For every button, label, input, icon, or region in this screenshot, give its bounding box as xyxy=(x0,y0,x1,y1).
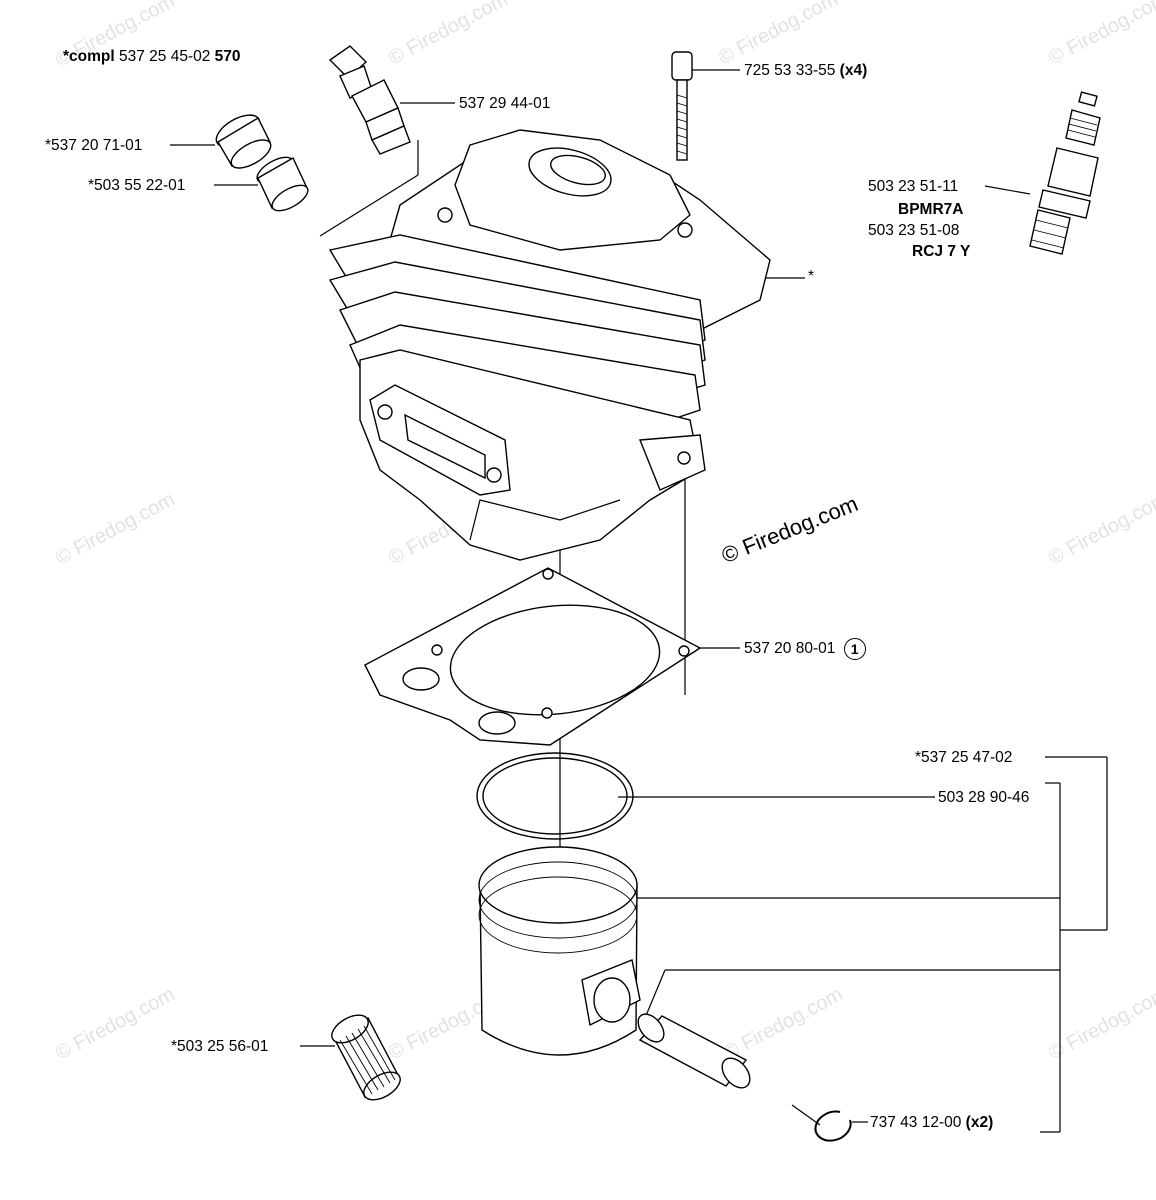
compl-number: 537 25 45-02 xyxy=(119,48,211,65)
circlip-label: 737 43 12-00 (x2) xyxy=(870,1114,993,1131)
spark-plug-label-4: RCJ 7 Y xyxy=(912,243,971,260)
bolt-label: 725 53 33-55 (x4) xyxy=(744,62,867,79)
cylinder-drawing xyxy=(328,129,771,561)
compl-label: *compl 537 25 45-02 570 xyxy=(63,48,241,65)
bolt-drawing xyxy=(671,51,693,161)
wrist-pin-drawing xyxy=(637,1013,751,1089)
piston-ring-label: 503 28 90-46 xyxy=(938,789,1030,806)
decomp-valve-drawing xyxy=(328,45,411,155)
base-gasket-number: 537 20 80-01 xyxy=(744,640,836,658)
intake-valve-label: 537 29 44-01 xyxy=(459,95,551,112)
spark-plug-label-2: BPMR7A xyxy=(898,201,964,218)
base-gasket-drawing xyxy=(364,567,702,746)
plug-cover-drawing xyxy=(215,114,272,169)
piston-kit-label: *537 25 47-02 xyxy=(915,749,1013,766)
needle-bearing-label: *503 25 56-01 xyxy=(171,1038,269,1055)
compl-suffix: 570 xyxy=(214,48,241,65)
bolt-qty: (x4) xyxy=(839,62,868,79)
callout-circle: 1 xyxy=(843,638,866,660)
base-gasket-label: 537 20 80-01 1 xyxy=(744,638,866,660)
piston-drawing xyxy=(478,846,641,1056)
bushing-drawing xyxy=(256,156,309,212)
compl-prefix: *compl xyxy=(63,48,115,65)
spark-plug-label-3: 503 23 51-08 xyxy=(868,222,960,239)
plug-cover-label: *537 20 71-01 xyxy=(45,137,143,154)
bushing-label: *503 55 22-01 xyxy=(88,177,186,194)
bolt-number: 725 53 33-55 xyxy=(744,62,836,79)
circlip-number: 737 43 12-00 xyxy=(870,1114,962,1131)
spark-plug-drawing xyxy=(1029,91,1101,255)
needle-bearing-drawing xyxy=(331,1014,401,1101)
piston-ring-drawing xyxy=(476,752,634,840)
circlip-qty: (x2) xyxy=(965,1114,994,1131)
spark-plug-label-1: 503 23 51-11 xyxy=(868,178,959,195)
circlip-drawing xyxy=(814,1110,852,1142)
head-gasket-star: * xyxy=(808,268,815,285)
